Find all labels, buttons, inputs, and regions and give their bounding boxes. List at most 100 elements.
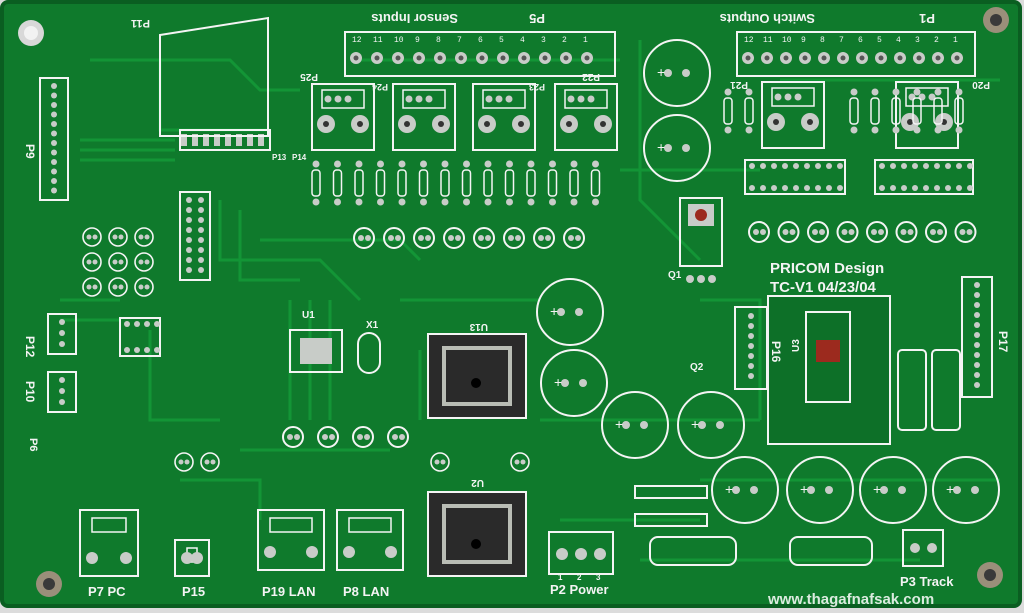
resistor-pad bbox=[463, 198, 470, 206]
small-cap-pad bbox=[144, 234, 150, 240]
header-pad bbox=[974, 362, 980, 368]
led-pad bbox=[900, 229, 907, 235]
led-pad bbox=[871, 229, 877, 235]
header-p16 bbox=[734, 306, 768, 390]
relay-hole bbox=[773, 119, 779, 125]
led-outline bbox=[748, 221, 770, 243]
led-pad bbox=[812, 229, 818, 235]
resistor-pad bbox=[570, 198, 578, 206]
dip-pad bbox=[154, 321, 160, 327]
header-pad bbox=[59, 388, 65, 394]
resistor-pad bbox=[377, 160, 384, 168]
resistor-pad bbox=[570, 160, 578, 168]
header-pad bbox=[974, 292, 980, 298]
small-cap-outline bbox=[82, 277, 102, 297]
x1-crystal-footprint bbox=[357, 332, 381, 374]
resistor-pad bbox=[398, 198, 406, 206]
relay-pad bbox=[485, 95, 493, 103]
dip-pad bbox=[826, 185, 832, 191]
label-p16: P16 bbox=[769, 341, 783, 363]
relay-hole bbox=[807, 119, 813, 125]
dip-pad bbox=[956, 163, 962, 169]
cap-pad bbox=[622, 421, 630, 429]
rj-pad bbox=[181, 552, 193, 564]
label-q1: Q1 bbox=[668, 270, 682, 281]
label-u1: U1 bbox=[302, 310, 315, 321]
resistor-pad bbox=[549, 198, 556, 206]
led-pad bbox=[455, 235, 461, 241]
led-pad bbox=[357, 434, 363, 440]
header-pad bbox=[59, 319, 65, 325]
cap-polarity-mark: + bbox=[691, 416, 699, 432]
resistor-pad bbox=[871, 88, 879, 96]
small-cap-pad bbox=[86, 284, 92, 290]
resistor-pad bbox=[334, 160, 341, 168]
label-p3-track: P3 Track bbox=[900, 574, 954, 589]
relay-outline bbox=[311, 83, 375, 151]
sensor-pin-number: 5 bbox=[499, 36, 504, 45]
led-pad bbox=[294, 434, 300, 440]
dip-pad bbox=[890, 185, 896, 191]
dip-pad bbox=[815, 163, 821, 169]
relay-outline bbox=[554, 83, 618, 151]
led-outline bbox=[925, 221, 947, 243]
led-pad bbox=[392, 434, 398, 440]
resistor-pad bbox=[724, 88, 732, 96]
header-label-sensor-inputs: Sensor Inputs bbox=[371, 11, 458, 26]
dip-pad bbox=[154, 347, 160, 353]
cap-pad bbox=[880, 486, 888, 494]
capacitor-pads: ++++++++++ bbox=[550, 64, 979, 497]
header-pad bbox=[198, 197, 204, 203]
relay-pad bbox=[794, 93, 802, 101]
resistor-pad bbox=[484, 160, 492, 168]
dip-pad bbox=[967, 185, 973, 191]
small-cap-pad bbox=[514, 459, 520, 465]
cap-pad bbox=[898, 486, 906, 494]
relay-pad bbox=[587, 95, 595, 103]
sensor-pin-hole bbox=[458, 55, 464, 61]
resistor-pad bbox=[892, 126, 900, 134]
small-cap-outline bbox=[510, 452, 530, 472]
copper-traces bbox=[60, 40, 1000, 562]
resistor-pad bbox=[441, 160, 449, 168]
dip-pad bbox=[837, 185, 843, 191]
relay-pad bbox=[505, 95, 513, 103]
header-pad bbox=[51, 140, 57, 146]
header-pad bbox=[225, 134, 231, 146]
header-pad bbox=[186, 247, 192, 253]
relay-pad bbox=[928, 93, 936, 101]
small-cap-outline bbox=[174, 452, 194, 472]
dip-pad bbox=[144, 321, 150, 327]
led-outline bbox=[503, 227, 525, 249]
watermark: www.thagafnafsak.com bbox=[767, 591, 934, 608]
switch-pin-hole bbox=[802, 55, 808, 61]
sensor-pin-hole bbox=[374, 55, 380, 61]
resistor-pad bbox=[484, 198, 492, 206]
sensor-pin-hole bbox=[416, 55, 422, 61]
sensor-pin-hole bbox=[437, 55, 443, 61]
header-pad bbox=[192, 134, 198, 146]
resistor bbox=[418, 169, 429, 197]
resistor-pad bbox=[745, 88, 753, 96]
header-pad bbox=[181, 134, 187, 146]
small-cap-outline bbox=[82, 252, 102, 272]
dip-pad bbox=[923, 185, 929, 191]
relay-top-block bbox=[564, 89, 608, 109]
small-cap-outline bbox=[200, 452, 220, 472]
resistor-pad bbox=[592, 198, 599, 206]
relay-outline bbox=[895, 81, 959, 149]
label-p7-pc: P7 PC bbox=[88, 584, 126, 599]
board-revision: TC-V1 04/23/04 bbox=[770, 279, 877, 296]
led-pad bbox=[959, 229, 966, 235]
header-pad bbox=[974, 302, 980, 308]
resistor bbox=[954, 97, 964, 125]
header-label-switch-outputs: Switch Outputs bbox=[720, 11, 815, 26]
pcb-substrate bbox=[2, 2, 1020, 606]
resistor-pad bbox=[398, 160, 406, 168]
small-cap-outline bbox=[134, 277, 154, 297]
resistor bbox=[397, 169, 407, 197]
label-p17: P17 bbox=[996, 331, 1010, 353]
relay-hole bbox=[484, 121, 490, 127]
led-pad bbox=[365, 235, 371, 241]
dip-pad bbox=[134, 321, 140, 327]
